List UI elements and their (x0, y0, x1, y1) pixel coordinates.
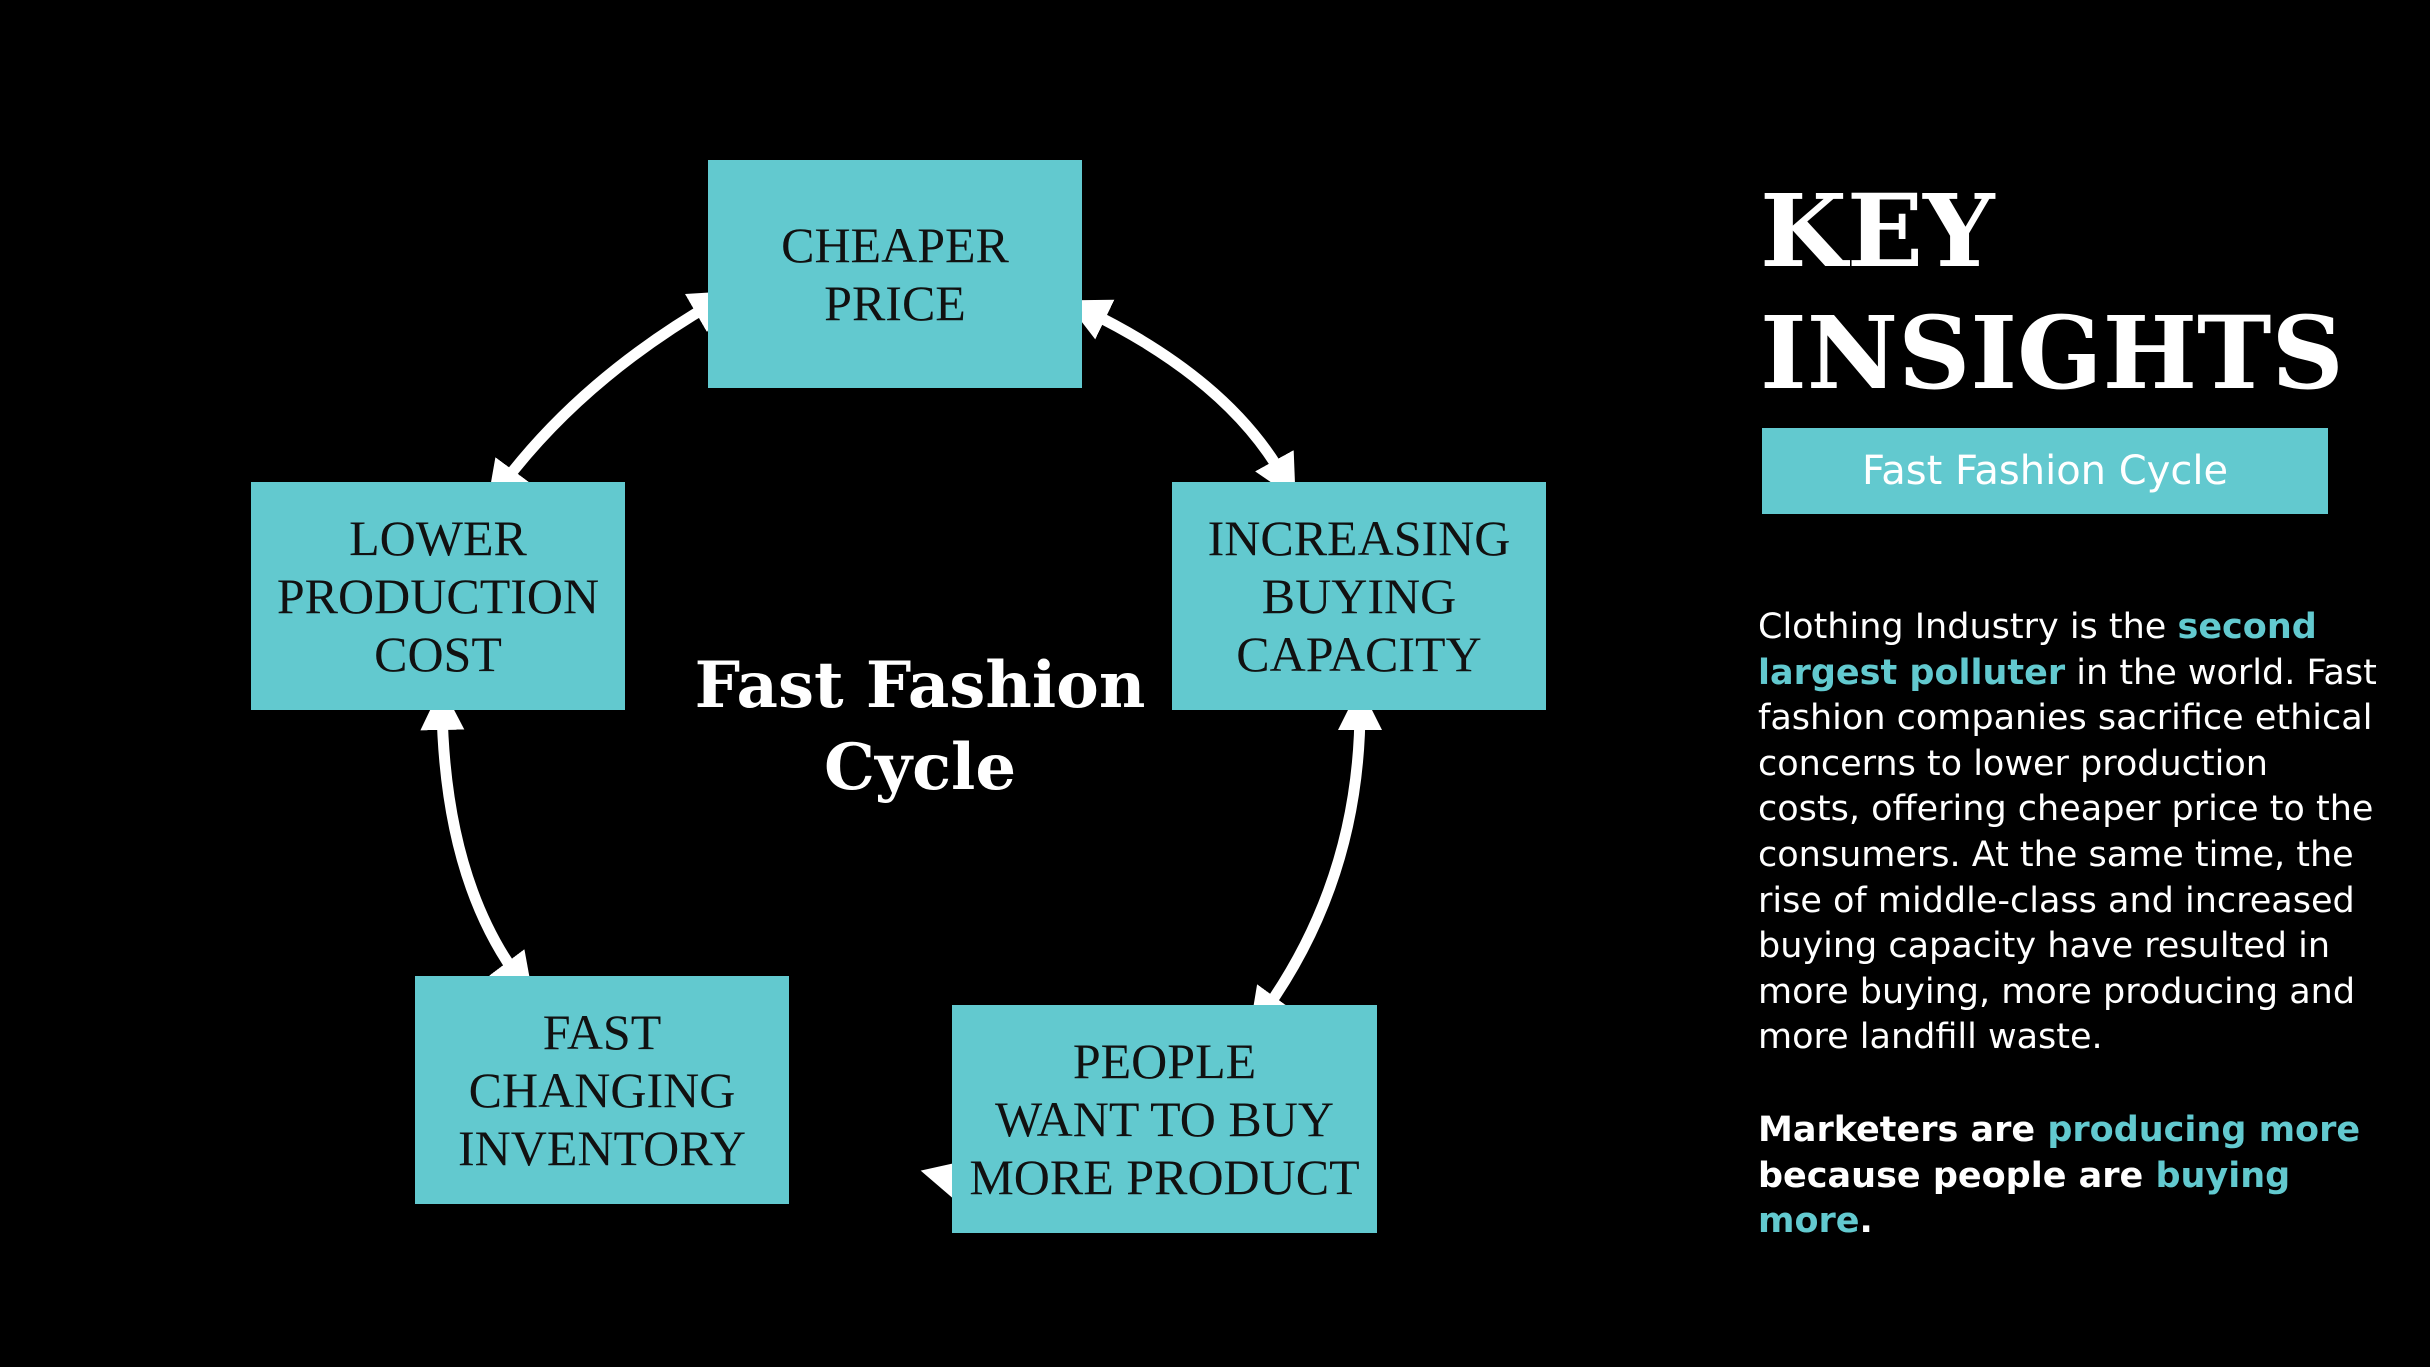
arrow-cheaper-price-to-increasing-buying-capacity (1065, 299, 1296, 500)
subtitle-label: Fast Fashion Cycle (1861, 448, 2229, 494)
arrow-lower-production-cost-to-cheaper-price (486, 290, 735, 506)
node-label: CHEAPER PRICE (781, 217, 1009, 331)
paragraph-text-2: in the world. Fast fashion companies sac… (1758, 652, 2377, 1058)
diagram-center-title: Fast Fashion Cycle (694, 648, 1146, 805)
paragraph-text-1: Clothing Industry is the (1758, 607, 2178, 647)
node-lower-production-cost: LOWER PRODUCTION COST (251, 482, 625, 710)
closing-highlight-2: buying more (1758, 1155, 2291, 1242)
insight-paragraph: Clothing Industry is the second largest … (1758, 605, 2378, 1061)
arrow-increasing-buying-capacity-to-people-want-to-buy (1249, 686, 1382, 1033)
node-cheaper-price: CHEAPER PRICE (708, 160, 1082, 388)
closing-statement: Marketers are producing more because peo… (1758, 1108, 2378, 1245)
node-label: PEOPLE WANT TO BUY MORE PRODUCT (969, 1033, 1360, 1205)
node-label: LOWER PRODUCTION COST (276, 510, 600, 682)
node-people-want-to-buy: PEOPLE WANT TO BUY MORE PRODUCT (952, 1005, 1377, 1233)
closing-text-3: . (1859, 1201, 1873, 1242)
node-fast-changing-inventory: FAST CHANGING INVENTORY (415, 976, 789, 1204)
node-increasing-buying-capacity: INCREASING BUYING CAPACITY (1172, 482, 1546, 710)
node-label: INCREASING BUYING CAPACITY (1207, 510, 1511, 682)
closing-highlight-1: producing more (2047, 1110, 2361, 1150)
arrow-fast-changing-inventory-to-lower-production-cost (420, 686, 534, 998)
closing-text-2: because people are (1758, 1155, 2156, 1196)
paragraph-highlight: second largest polluter (1758, 607, 2317, 693)
subtitle-badge: Fast Fashion Cycle (1762, 428, 2328, 514)
key-insights-title: KEY INSIGHTS (1760, 172, 2344, 412)
closing-text-1: Marketers are (1758, 1110, 2048, 1150)
node-label: FAST CHANGING INVENTORY (458, 1004, 746, 1176)
